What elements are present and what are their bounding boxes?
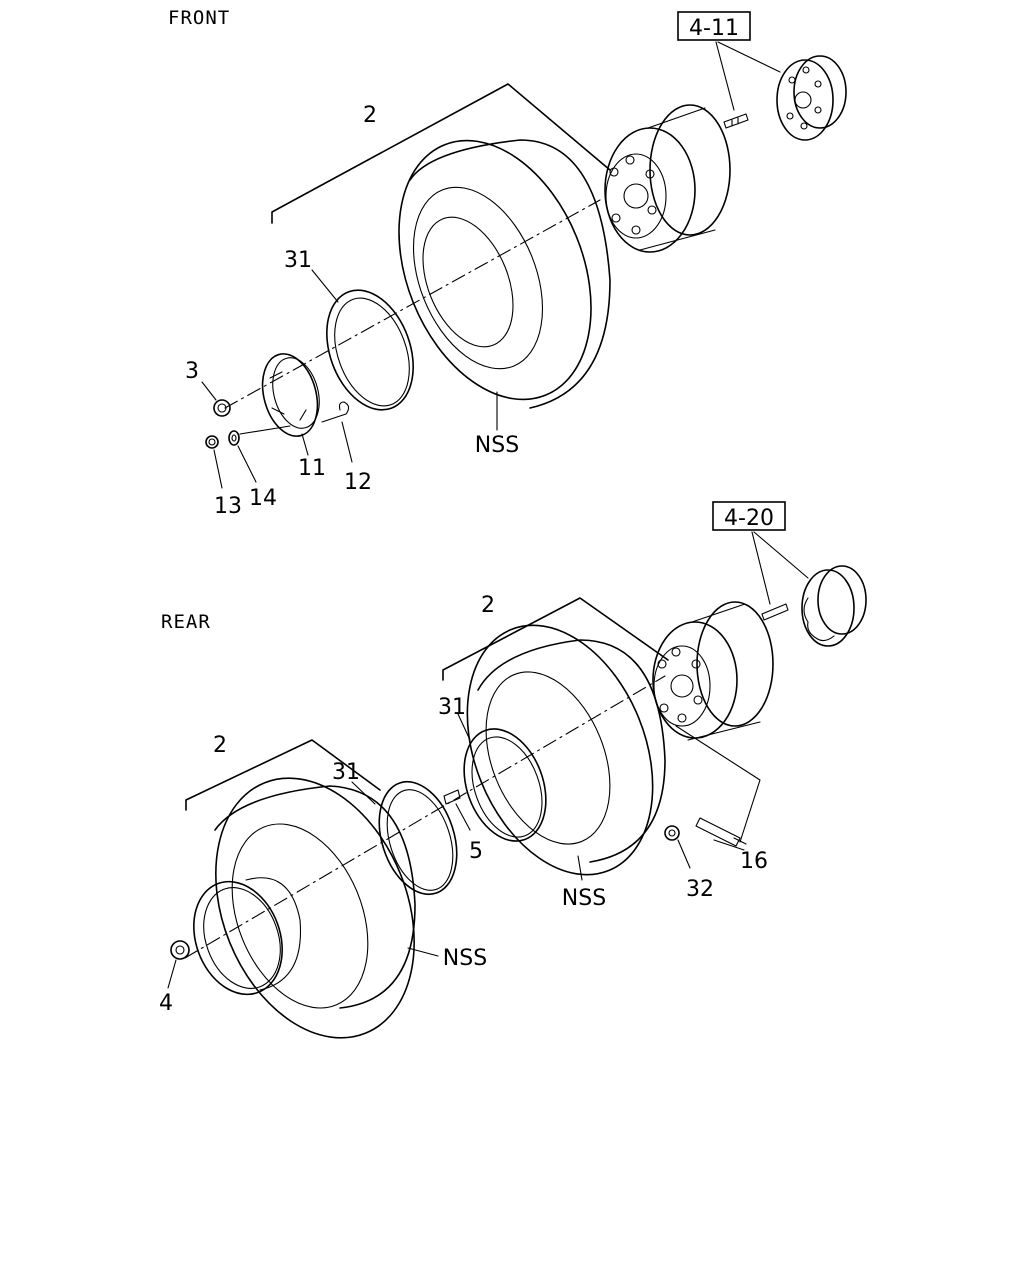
reference-label-front: 4-11 [689,16,739,41]
rear-inner-stud [695,817,747,847]
front-wheel-nut [213,399,231,417]
front-lock-ring [326,289,414,411]
callout-front-31: 31 [284,248,312,273]
rear-upper-assembly-bracket [442,597,669,681]
rear-outer-lock-ring [378,780,458,896]
reference-leader-rear [751,531,809,605]
front-hub-cap [261,353,320,437]
leader-rear-32 [677,839,691,869]
rear-outer-wheel [193,877,302,996]
rear-inner-nut [664,825,680,841]
front-assembly-bracket [271,83,611,224]
leader-rear-5 [455,803,471,831]
leader-rear-31-outer [351,781,376,805]
rear-hub-flange [801,565,867,647]
front-hub-flange [776,55,847,141]
callout-rear-2-lower: 2 [213,733,227,758]
rear-wheel-stud [761,603,789,621]
callout-front-12: 12 [344,470,372,495]
callout-rear-nss-a: NSS [562,886,606,911]
callout-rear-32: 32 [686,877,714,902]
reference-leader-front [715,41,781,111]
callout-rear-2-upper: 2 [481,593,495,618]
callout-front-2: 2 [363,103,377,128]
leader-rear-16 [713,839,745,851]
rear-stud-guide-line [675,725,761,843]
callout-front-13: 13 [214,494,242,519]
leader-front-14 [237,445,257,483]
rear-centerline [184,675,666,959]
front-wheel-disc [604,104,731,253]
leader-front-31 [311,269,339,303]
reference-label-rear: 4-20 [724,506,774,531]
callout-front-14: 14 [249,486,277,511]
rear-hub-reference[interactable]: 4-20 [712,501,786,531]
rear-wheel-disc [652,601,774,741]
leader-front-12 [341,421,353,463]
callout-front-nss: NSS [475,433,519,458]
callout-rear-4: 4 [159,991,173,1016]
rear-outer-tire [214,777,416,1039]
leader-front-3 [201,381,217,401]
front-wheel-stud [723,113,749,129]
leader-rear-31-inner [457,713,471,741]
reference-box [677,11,751,41]
callout-rear-31-inner: 31 [438,695,466,720]
front-nut-13 [205,435,219,449]
section-label-rear: REAR [161,611,211,633]
front-valve-extension [321,401,350,423]
rear-outer-nut [170,940,190,960]
callout-front-3: 3 [185,359,199,384]
leader-rear-nss-b [407,947,439,957]
rear-lower-assembly-bracket [185,739,381,811]
rear-inner-lock-ring [463,728,547,842]
leader-front-11 [301,433,309,456]
reference-box [712,501,786,531]
front-washer-14 [228,425,291,446]
front-centerline [224,199,601,409]
callout-rear-31-outer: 31 [332,760,360,785]
leader-rear-nss-a [577,855,583,881]
callout-rear-5: 5 [469,839,483,864]
front-tire [398,139,611,409]
section-label-front: FRONT [168,7,230,29]
leader-front-13 [213,449,223,489]
rear-valve [443,789,461,805]
leader-rear-4 [167,959,177,989]
front-hub-reference[interactable]: 4-11 [677,11,751,41]
callout-rear-16: 16 [740,849,768,874]
callout-front-11: 11 [298,456,326,481]
callout-rear-nss-b: NSS [443,946,487,971]
rear-inner-tire [466,624,666,876]
